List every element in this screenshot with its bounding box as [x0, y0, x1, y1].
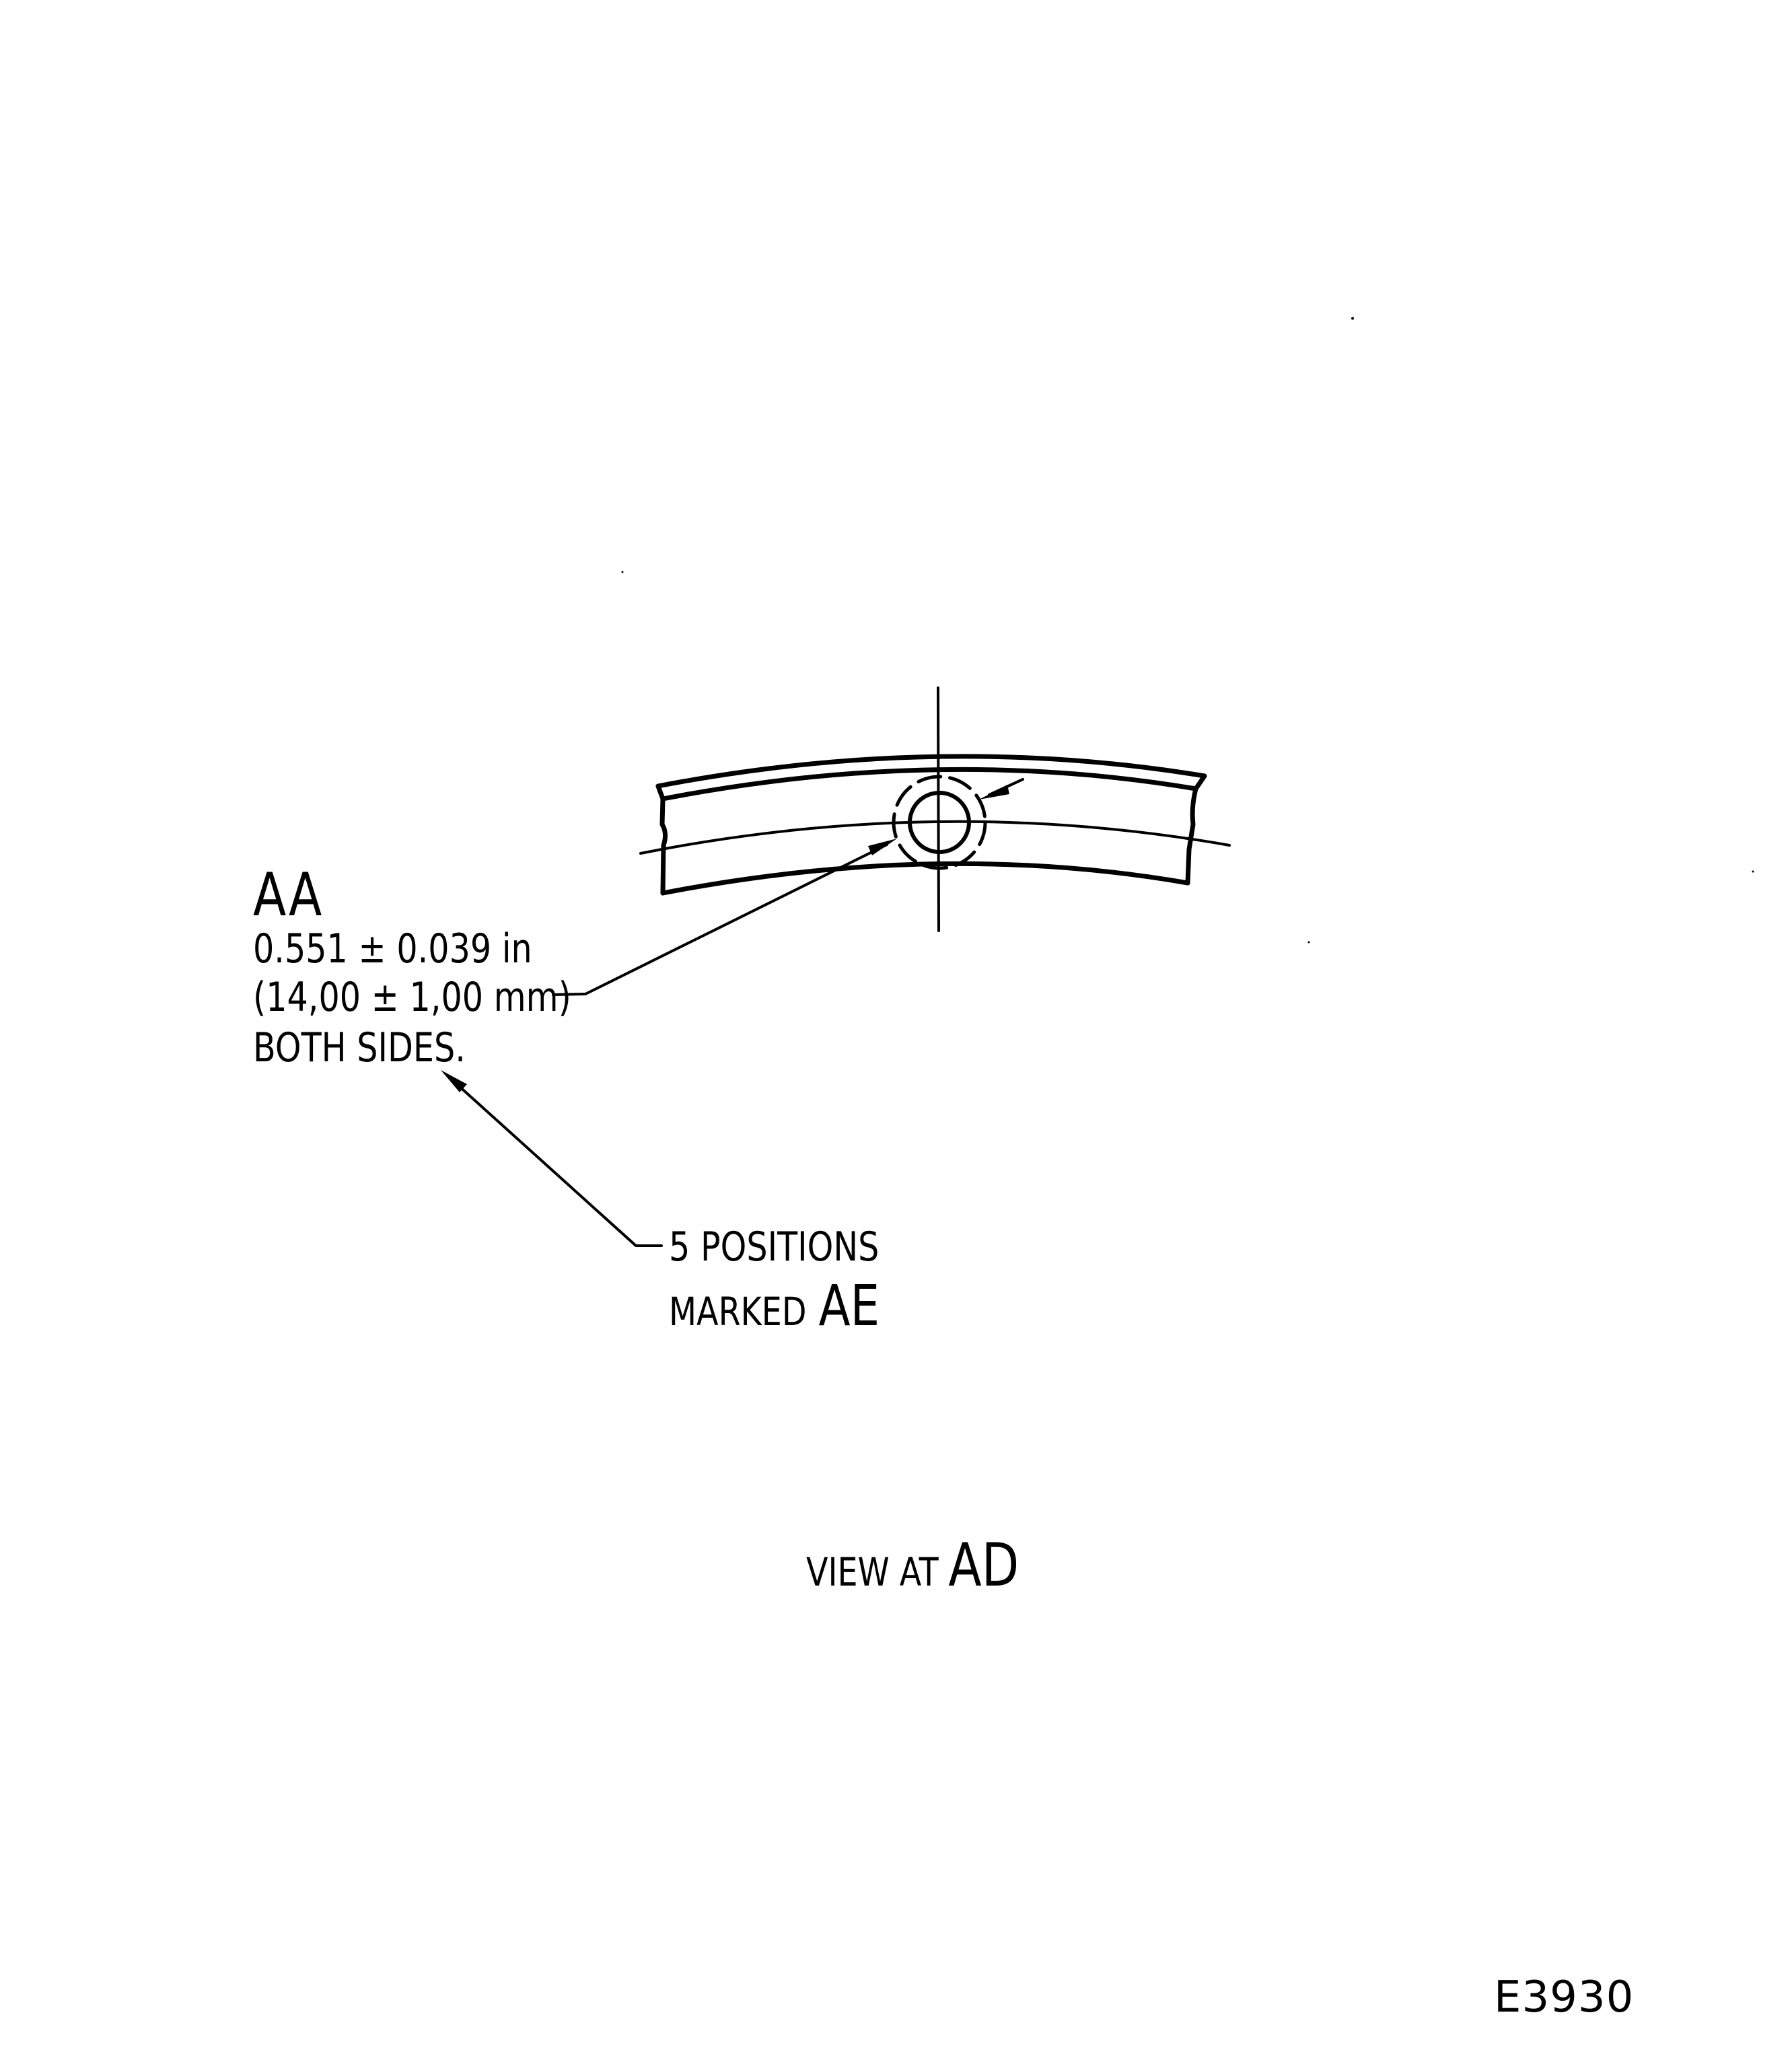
band-right-end: [1185, 773, 1207, 886]
band-inner-top-edge: [660, 767, 1198, 802]
scan-speck: [1752, 870, 1754, 873]
dimension-leader-line: [552, 843, 888, 996]
counterbore-dashed-circle: [892, 775, 987, 870]
band-bottom-edge: [660, 861, 1190, 896]
figure-id: E3930: [1494, 1973, 1635, 2022]
scan-speck: [621, 571, 624, 573]
positions-marked-prefix: MARKED: [669, 1289, 807, 1335]
view-caption-prefix: VIEW AT: [806, 1549, 939, 1595]
dimension-metric-value: (14,00 ± 1,00 mm): [253, 974, 571, 1021]
dimension-imperial-value: 0.551 ± 0.039 in: [253, 925, 532, 972]
dimension-note: BOTH SIDES.: [253, 1024, 466, 1071]
view-reference-ad: AD: [948, 1530, 1019, 1600]
hole-circle: [908, 791, 971, 854]
scan-speck: [1351, 317, 1354, 320]
positions-arrowhead: [441, 1070, 467, 1092]
band-outer-top-edge: [655, 754, 1207, 789]
dimension-label-aa: AA: [253, 860, 324, 929]
positions-reference-ae: AE: [818, 1273, 880, 1339]
vertical-centerline: [937, 686, 940, 932]
pitch-centerline: [639, 820, 1231, 855]
positions-count-label: 5 POSITIONS: [669, 1224, 880, 1271]
dimension-arrowhead-lower: [868, 839, 897, 855]
dimension-arrowhead-upper: [979, 785, 1009, 800]
positions-leader-line: [456, 1084, 663, 1247]
scan-speck: [1307, 941, 1310, 944]
band-left-end: [655, 783, 668, 896]
